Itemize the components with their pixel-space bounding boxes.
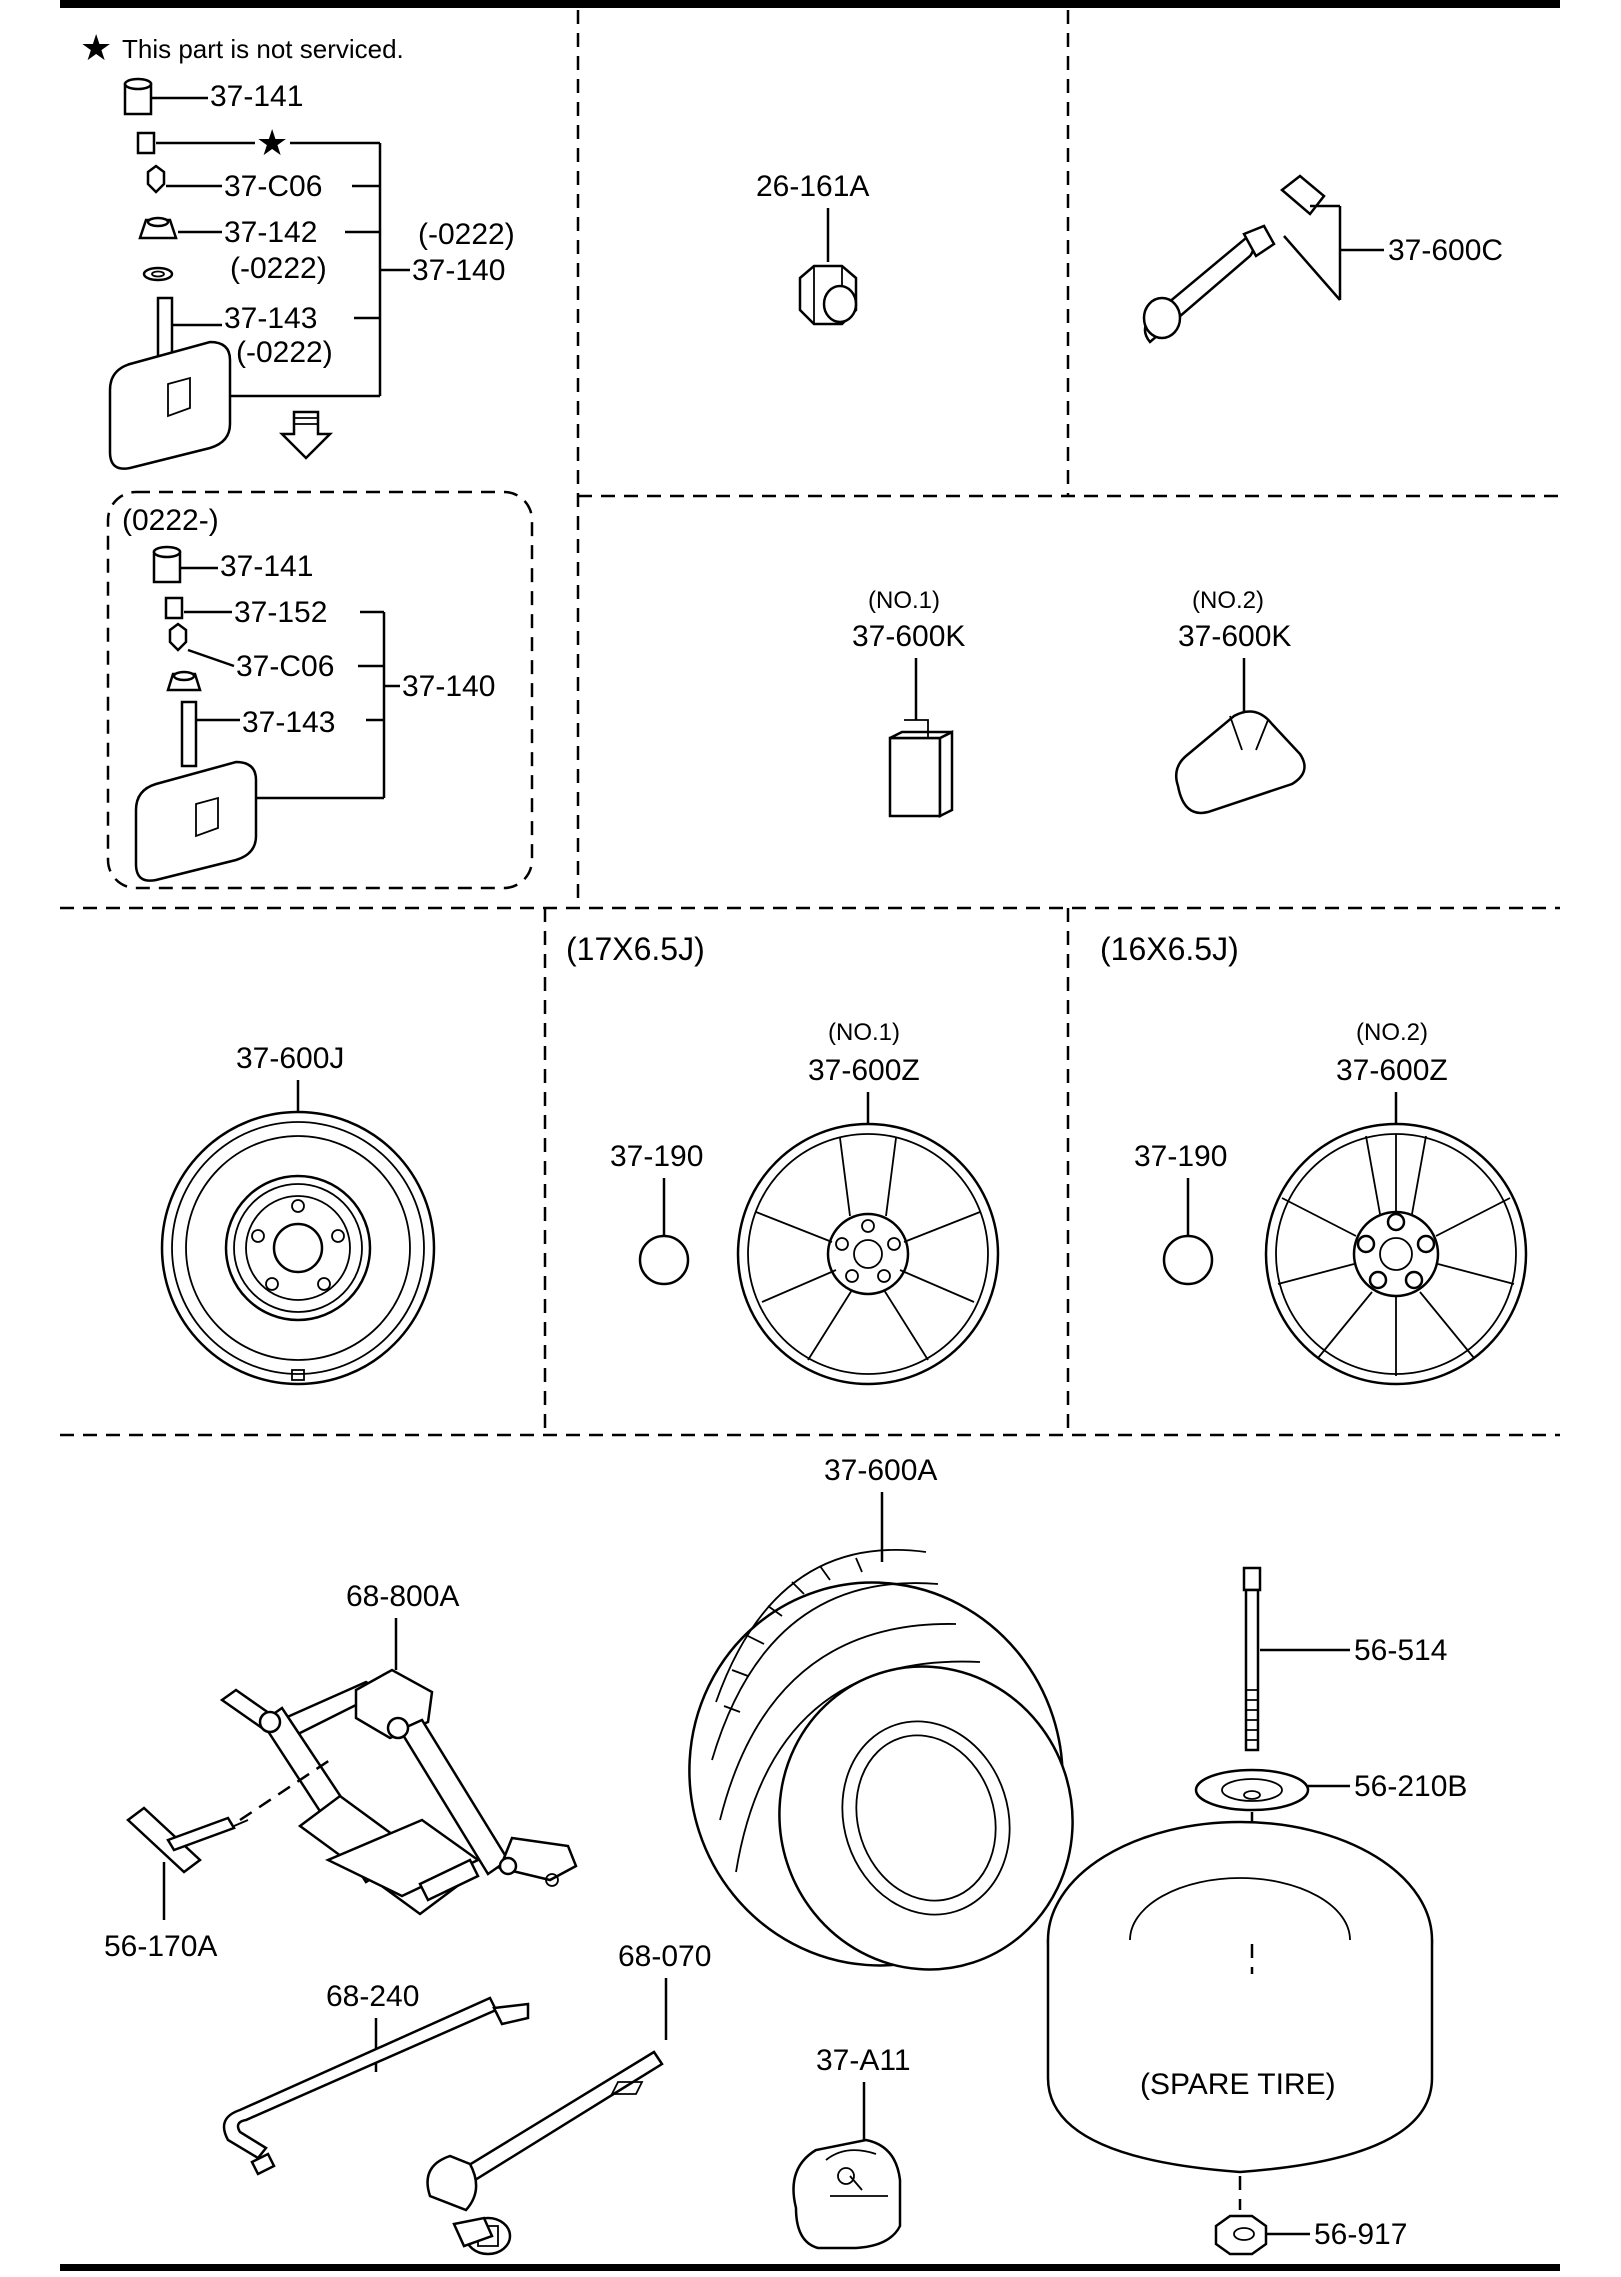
- valve-core-cap-icon: [136, 131, 156, 155]
- tpms-sensor-icon-box: 37-143: [134, 700, 384, 882]
- lug-nut-icon: [798, 264, 858, 326]
- center-cap-icon-2: [1162, 1234, 1214, 1286]
- tpms-sensor-icon: 37-143 (-0222): [108, 296, 380, 470]
- label-box-date: (0222-): [122, 504, 219, 537]
- label-37-142: 37-142: [224, 216, 317, 249]
- valve-cap-icon: [123, 77, 153, 116]
- label-37-c06-top: 37-C06: [224, 170, 322, 203]
- bottom-border: [60, 2264, 1560, 2271]
- label-37-600k-1: 37-600K: [852, 620, 965, 653]
- alloy-wheel-5-spoke-icon: [736, 1122, 1000, 1386]
- label-26-161a: 26-161A: [756, 170, 869, 203]
- label-size-17: (17X6.5J): [566, 931, 705, 967]
- label-spare-tire: (SPARE TIRE): [1140, 2068, 1336, 2101]
- cap-icon-box: [164, 596, 184, 620]
- label-37-142-date: (-0222): [230, 252, 327, 285]
- nut-icon: [138, 216, 178, 240]
- spare-bolt-icon: [1242, 1566, 1262, 1752]
- label-37-141-box: 37-141: [220, 550, 313, 583]
- label-37-600k-1-no: (NO.1): [868, 587, 940, 614]
- washer-icon: [142, 266, 174, 282]
- spare-tire-icon: [1046, 1820, 1434, 2174]
- label-37-141-top: 37-141: [210, 80, 303, 113]
- star-icon: ★: [80, 27, 112, 68]
- valve-core-icon-box: [168, 622, 188, 652]
- scissor-jack-icon: [219, 1668, 578, 1916]
- tire-sealant-kit-icon: [792, 2138, 902, 2250]
- nut-icon-box: [166, 670, 202, 692]
- jack-handle-icon: [126, 1758, 331, 1874]
- sensor-bracket-icon: [1175, 710, 1306, 815]
- label-37-190-b: 37-190: [1134, 1140, 1227, 1173]
- label-68-240: 68-240: [326, 1980, 419, 2013]
- star-marker-icon: ★: [256, 122, 288, 163]
- arrow-down-icon: [278, 410, 334, 460]
- valve-stem-icon: [1142, 174, 1326, 344]
- center-cap-icon: [638, 1234, 690, 1286]
- label-37-600z-1-no: (NO.1): [828, 1019, 900, 1046]
- tire-lever-icon: [222, 1996, 530, 2176]
- label-37-190-a: 37-190: [610, 1140, 703, 1173]
- section-dividers: [60, 10, 1560, 1437]
- spare-nut-icon: [1214, 2214, 1268, 2256]
- label-56-917: 56-917: [1314, 2218, 1407, 2251]
- label-37-600z-1: 37-600Z: [808, 1054, 920, 1087]
- label-56-514: 56-514: [1354, 1634, 1447, 1667]
- lug-wrench-icon: [426, 2050, 664, 2256]
- valve-core-icon: [146, 164, 166, 194]
- label-37-143-box: 37-143: [242, 706, 335, 739]
- label-37-600k-2-no: (NO.2): [1192, 587, 1264, 614]
- star-note: This part is not serviced.: [122, 34, 404, 64]
- label-size-16: (16X6.5J): [1100, 931, 1239, 967]
- label-37-600a: 37-600A: [824, 1454, 937, 1487]
- label-56-210b: 56-210B: [1354, 1770, 1467, 1803]
- adhesive-pad-icon: [888, 719, 954, 819]
- label-37-600j: 37-600J: [236, 1042, 344, 1075]
- label-37-600z-2-no: (NO.2): [1356, 1019, 1428, 1046]
- label-37-140-box: 37-140: [402, 670, 495, 703]
- label-68-800a: 68-800A: [346, 1580, 459, 1613]
- label-56-170a: 56-170A: [104, 1930, 217, 1963]
- label-68-070: 68-070: [618, 1940, 711, 1973]
- spare-retainer-icon: [1194, 1768, 1310, 1812]
- label-37-140-top-date: (-0222): [418, 218, 515, 251]
- label-37-c06-box: 37-C06: [236, 650, 334, 683]
- tire-icon: [688, 1549, 1074, 1971]
- spare-wheel-icon: [160, 1110, 436, 1386]
- label-37-143-date: (-0222): [236, 336, 333, 369]
- label-37-143-top: 37-143: [224, 302, 317, 335]
- top-border: [60, 0, 1560, 8]
- valve-cap-icon-box: [152, 545, 182, 584]
- label-37-600c: 37-600C: [1388, 234, 1503, 267]
- label-37-600z-2: 37-600Z: [1336, 1054, 1448, 1087]
- label-37-a11: 37-A11: [816, 2044, 911, 2077]
- label-37-152: 37-152: [234, 596, 327, 629]
- alloy-wheel-10-spoke-icon: [1264, 1122, 1528, 1386]
- label-37-140-top: 37-140: [412, 254, 505, 287]
- label-37-600k-2: 37-600K: [1178, 620, 1291, 653]
